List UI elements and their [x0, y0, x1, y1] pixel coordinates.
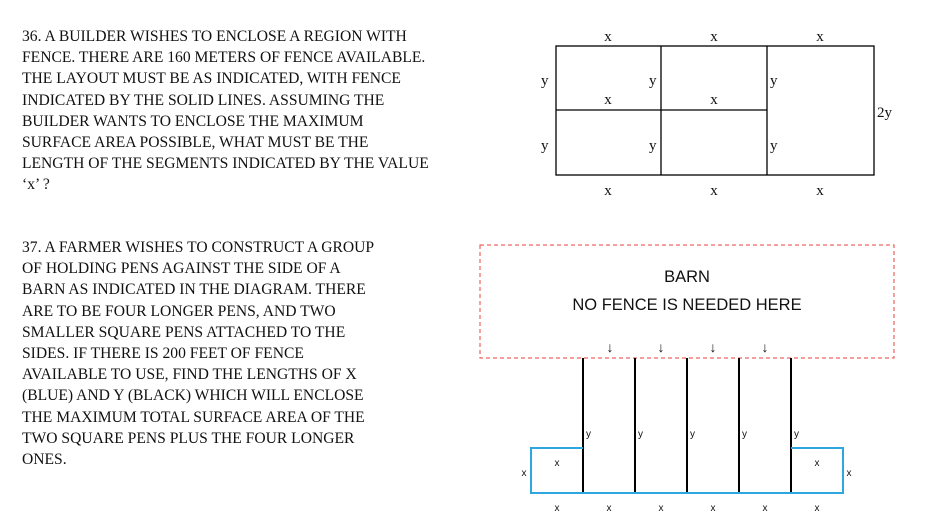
- square-x-label: x: [522, 468, 527, 479]
- inner-x-label: x: [710, 92, 718, 108]
- bottom-x-label: x: [816, 183, 824, 199]
- problem-37-line: ONES.: [22, 451, 67, 469]
- problem-36-line: 36. A BUILDER WISHES TO ENCLOSE A REGION…: [22, 28, 407, 45]
- square-x-label: x: [555, 458, 560, 469]
- bottom-x-label: x: [815, 503, 820, 514]
- top-x-label: x: [710, 29, 718, 45]
- problem-36-line: FENCE. THERE ARE 160 METERS OF FENCE AVA…: [22, 49, 426, 67]
- bottom-x-label: x: [659, 503, 664, 514]
- bottom-x-label: x: [711, 503, 716, 514]
- problem-37-line: TWO SQUARE PENS PLUS THE FOUR LONGER: [22, 429, 355, 447]
- problem-37-line: AVAILABLE TO USE, FIND THE LENGTHS OF X: [22, 366, 357, 384]
- problem-37-text: 37. A FARMER WISHES TO CONSTRUCT A GROUP…: [22, 237, 374, 470]
- problem-37-line: (BLUE) AND Y (BLACK) WHICH WILL ENCLOSE: [22, 387, 364, 405]
- problem-37-line: THE MAXIMUM TOTAL SURFACE AREA OF THE: [22, 408, 365, 426]
- y-label: y: [649, 73, 657, 89]
- y-label: y: [649, 138, 657, 154]
- y-label: y: [638, 429, 643, 440]
- problem-37-line: SMALLER SQUARE PENS ATTACHED TO THE: [22, 323, 346, 341]
- barn-title: BARN: [664, 268, 710, 286]
- y-label: y: [770, 138, 778, 154]
- inner-x-label: x: [604, 92, 612, 108]
- problem-36-line: SURFACE AREA POSSIBLE, WHAT MUST BE THE: [22, 134, 369, 152]
- problem-36-line: ‘x’ ?: [22, 176, 50, 194]
- y-label: y: [541, 73, 549, 89]
- left-square-pen: [530, 447, 583, 494]
- down-arrow-icon: ↓: [658, 339, 665, 355]
- problem-36-text: 36. A BUILDER WISHES TO ENCLOSE A REGION…: [22, 26, 429, 196]
- barn-outline: [479, 244, 895, 359]
- problem-37-line: OF HOLDING PENS AGAINST THE SIDE OF A: [22, 260, 341, 278]
- problem-36-line: THE LAYOUT MUST BE AS INDICATED, WITH FE…: [22, 70, 401, 88]
- barn-pens-diagram-37: BARN NO FENCE IS NEEDED HERE ↓ ↓ ↓ ↓ y y…: [479, 244, 895, 514]
- y-label: y: [541, 138, 549, 154]
- y-label: y: [586, 429, 591, 440]
- right-square-pen: [791, 447, 844, 494]
- problem-37-line: 37. A FARMER WISHES TO CONSTRUCT A GROUP: [22, 239, 375, 256]
- y-label: y: [794, 429, 799, 440]
- fence-diagram-36: x x x x x x x x y y y y y y 2y: [541, 29, 893, 199]
- top-x-label: x: [816, 29, 824, 45]
- problem-37-line: SIDES. IF THERE IS 200 FEET OF FENCE: [22, 345, 304, 363]
- problem-37-line: BARN AS INDICATED IN THE DIAGRAM. THERE: [22, 281, 366, 299]
- y-label: y: [742, 429, 747, 440]
- bottom-x-label: x: [710, 183, 718, 199]
- square-x-label: x: [815, 458, 820, 469]
- bottom-x-label: x: [763, 503, 768, 514]
- y-label: y: [690, 429, 695, 440]
- bottom-x-label: x: [555, 503, 560, 514]
- problem-36-line: LENGTH OF THE SEGMENTS INDICATED BY THE …: [22, 155, 429, 173]
- barn-note: NO FENCE IS NEEDED HERE: [572, 296, 801, 314]
- down-arrow-icon: ↓: [762, 339, 769, 355]
- y-label: y: [770, 73, 778, 89]
- down-arrow-icon: ↓: [607, 339, 614, 355]
- two-y-label: 2y: [877, 105, 893, 121]
- bottom-x-label: x: [604, 183, 612, 199]
- top-x-label: x: [604, 29, 612, 45]
- problem-36-line: INDICATED BY THE SOLID LINES. ASSUMING T…: [22, 91, 385, 109]
- square-x-label: x: [847, 468, 852, 479]
- problem-36-line: BUILDER WANTS TO ENCLOSE THE MAXIMUM: [22, 112, 364, 130]
- bottom-x-label: x: [607, 503, 612, 514]
- down-arrow-icon: ↓: [710, 339, 717, 355]
- problem-37-line: ARE TO BE FOUR LONGER PENS, AND TWO: [22, 302, 336, 320]
